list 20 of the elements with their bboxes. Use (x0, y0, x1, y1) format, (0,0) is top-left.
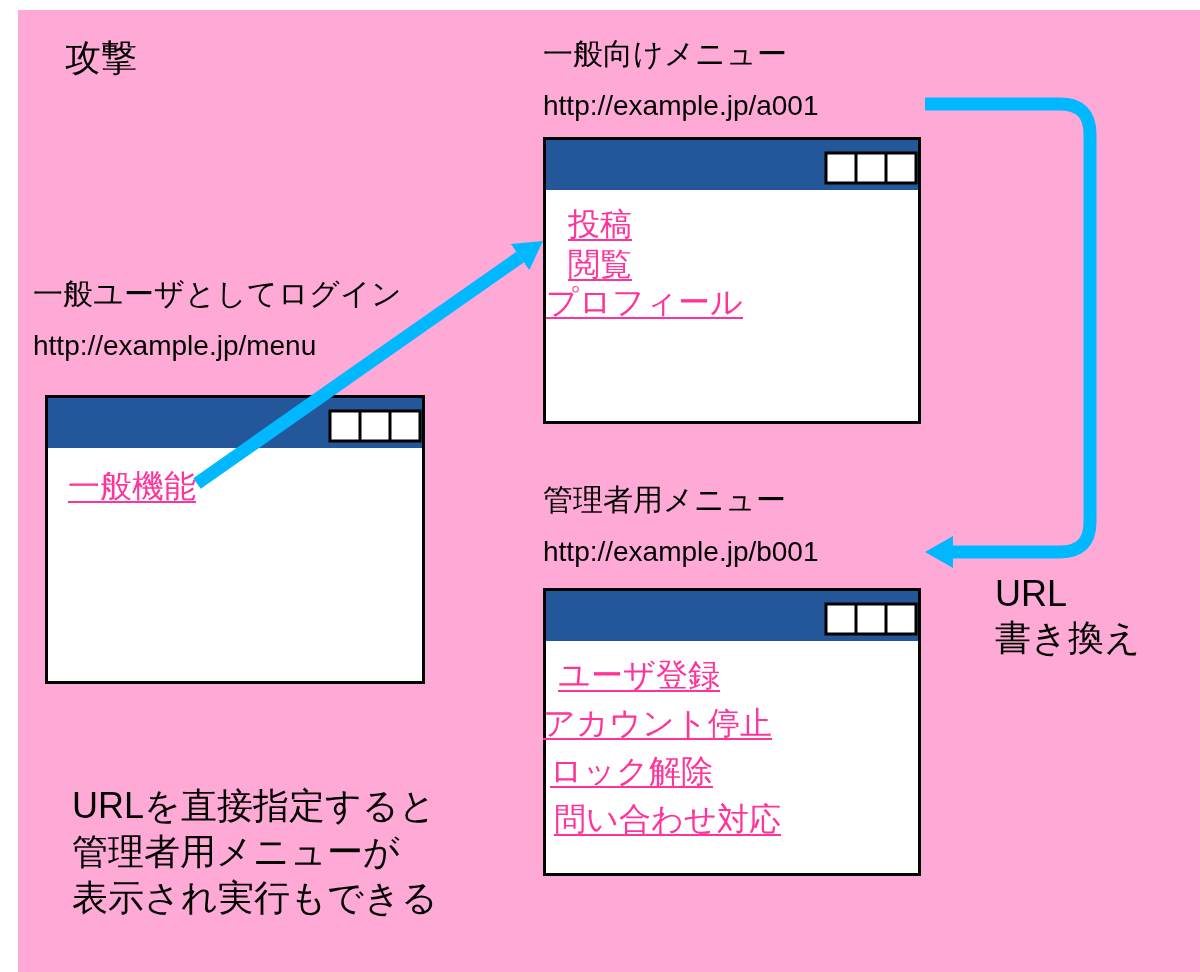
url-text: http://example.jp/menu (33, 329, 317, 363)
window-heading: 一般向けメニュー (543, 36, 787, 72)
arrow (925, 97, 1097, 568)
url-text: http://example.jp/a001 (543, 89, 819, 123)
menu-link: 閲覧 (568, 244, 632, 284)
note-text: 表示され実行もできる (72, 876, 438, 920)
window-heading: 管理者用メニュー (543, 482, 786, 518)
menu-link: アカウント停止 (543, 703, 772, 743)
menu-link: 問い合わせ対応 (554, 799, 781, 839)
note-text: 管理者用メニューが (72, 830, 400, 874)
menu-link: プロフィール (546, 282, 743, 322)
url-text: http://example.jp/b001 (543, 535, 819, 569)
menu-link: ユーザ登録 (558, 655, 720, 695)
note-text: URLを直接指定すると (72, 784, 437, 828)
section-title: 攻撃 (65, 36, 137, 80)
menu-link: ロック解除 (550, 751, 713, 791)
menu-link: 一般機能 (68, 466, 196, 506)
window-heading: 一般ユーザとしてログイン (33, 276, 402, 312)
menu-link: 投稿 (568, 204, 632, 244)
arrow (193, 240, 543, 489)
